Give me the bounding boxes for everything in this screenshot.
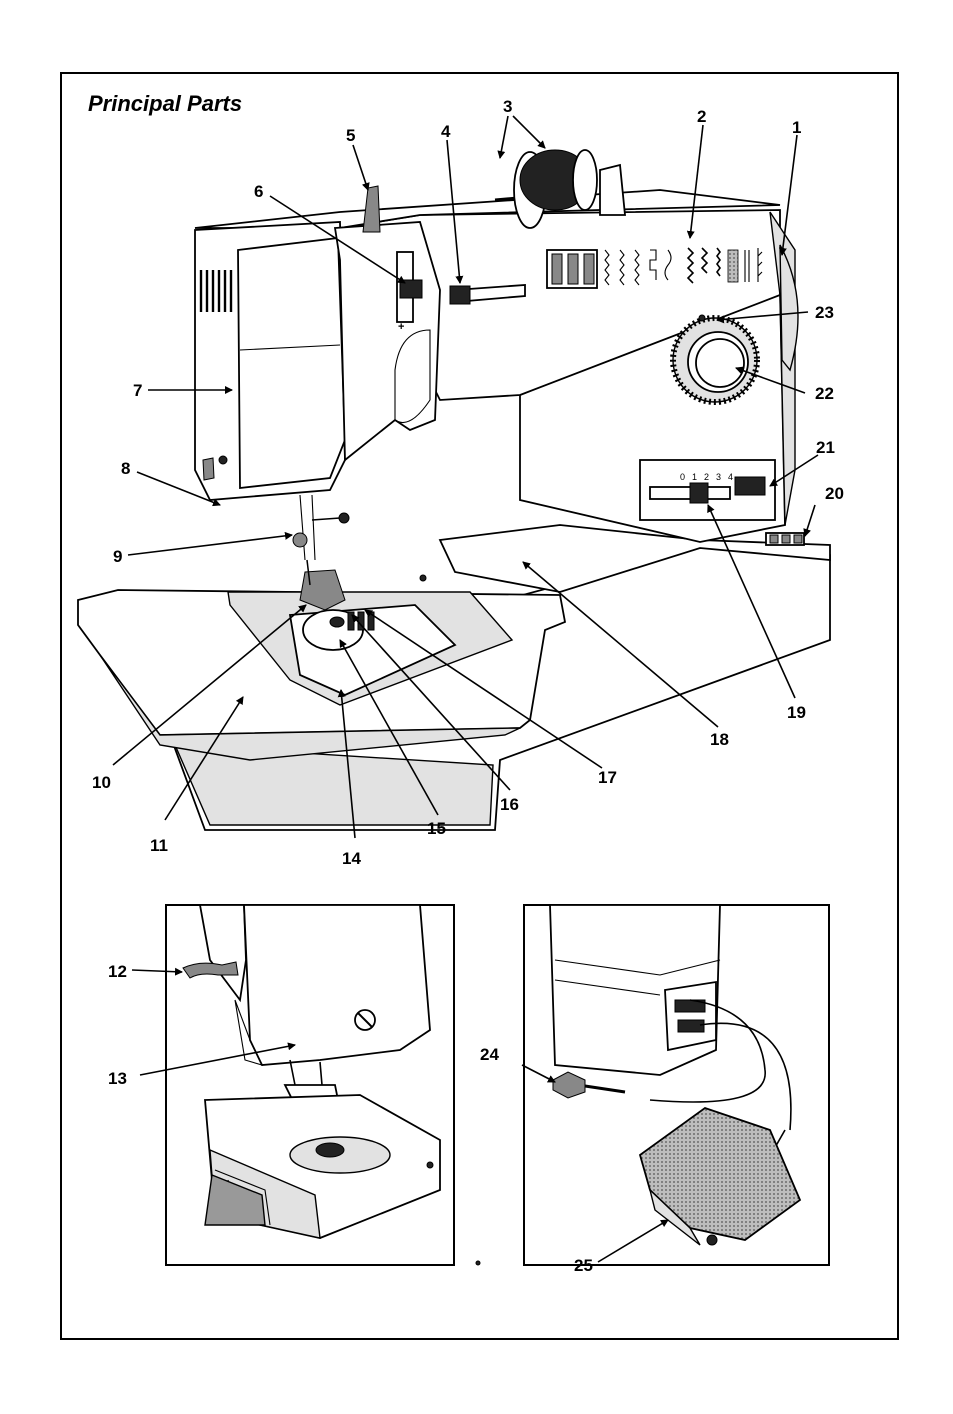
callout-14: 14 — [342, 849, 361, 868]
take-up-lever — [363, 186, 380, 232]
head-screw — [219, 456, 227, 464]
feed-dogs — [348, 612, 374, 630]
callout-8: 8 — [121, 459, 130, 478]
callout-19: 19 — [787, 703, 806, 722]
callout-17: 17 — [598, 768, 617, 787]
scale-1: 1 — [692, 472, 697, 482]
needle-clamp-screw — [293, 533, 307, 547]
tension-column — [335, 222, 440, 460]
callout-12: 12 — [108, 962, 127, 981]
scale-3: 3 — [716, 472, 721, 482]
stitch-selector-knob — [450, 286, 470, 304]
callout-18: 18 — [710, 730, 729, 749]
callout-11: 11 — [150, 836, 168, 855]
inset-presser-lifter — [166, 905, 480, 1265]
callout-3: 3 — [503, 97, 512, 116]
callout-20: 20 — [825, 484, 844, 503]
stitch-width-lever — [690, 483, 708, 503]
inset-foot-control — [524, 905, 829, 1265]
power-socket — [665, 982, 716, 1050]
callout-21: 21 — [816, 438, 835, 457]
callout-13: 13 — [108, 1069, 127, 1088]
scale-0: 0 — [680, 472, 685, 482]
callout-2: 2 — [697, 107, 706, 126]
callout-15: 15 — [427, 819, 446, 838]
scale-2: 2 — [704, 472, 709, 482]
callout-9: 9 — [113, 547, 122, 566]
svg-text:+: + — [398, 321, 404, 333]
callout-25: 25 — [574, 1256, 593, 1275]
power-switch — [766, 533, 804, 545]
callout-16: 16 — [500, 795, 519, 814]
callout-1: 1 — [792, 118, 801, 137]
callout-4: 4 — [441, 122, 451, 141]
vent-grille — [198, 270, 234, 312]
callout-5: 5 — [346, 126, 355, 145]
face-cover — [238, 238, 345, 488]
callout-7: 7 — [133, 381, 142, 400]
callout-23: 23 — [815, 303, 834, 322]
thread-cutter — [203, 458, 214, 480]
callout-6: 6 — [254, 182, 263, 201]
callout-24: 24 — [480, 1045, 499, 1064]
callout-10: 10 — [92, 773, 111, 792]
scale-4: 4 — [728, 472, 733, 482]
control-panel: 0 1 2 3 4 — [640, 460, 775, 520]
callout-22: 22 — [815, 384, 834, 403]
reverse-button — [735, 477, 765, 495]
needle-bar — [300, 495, 315, 560]
